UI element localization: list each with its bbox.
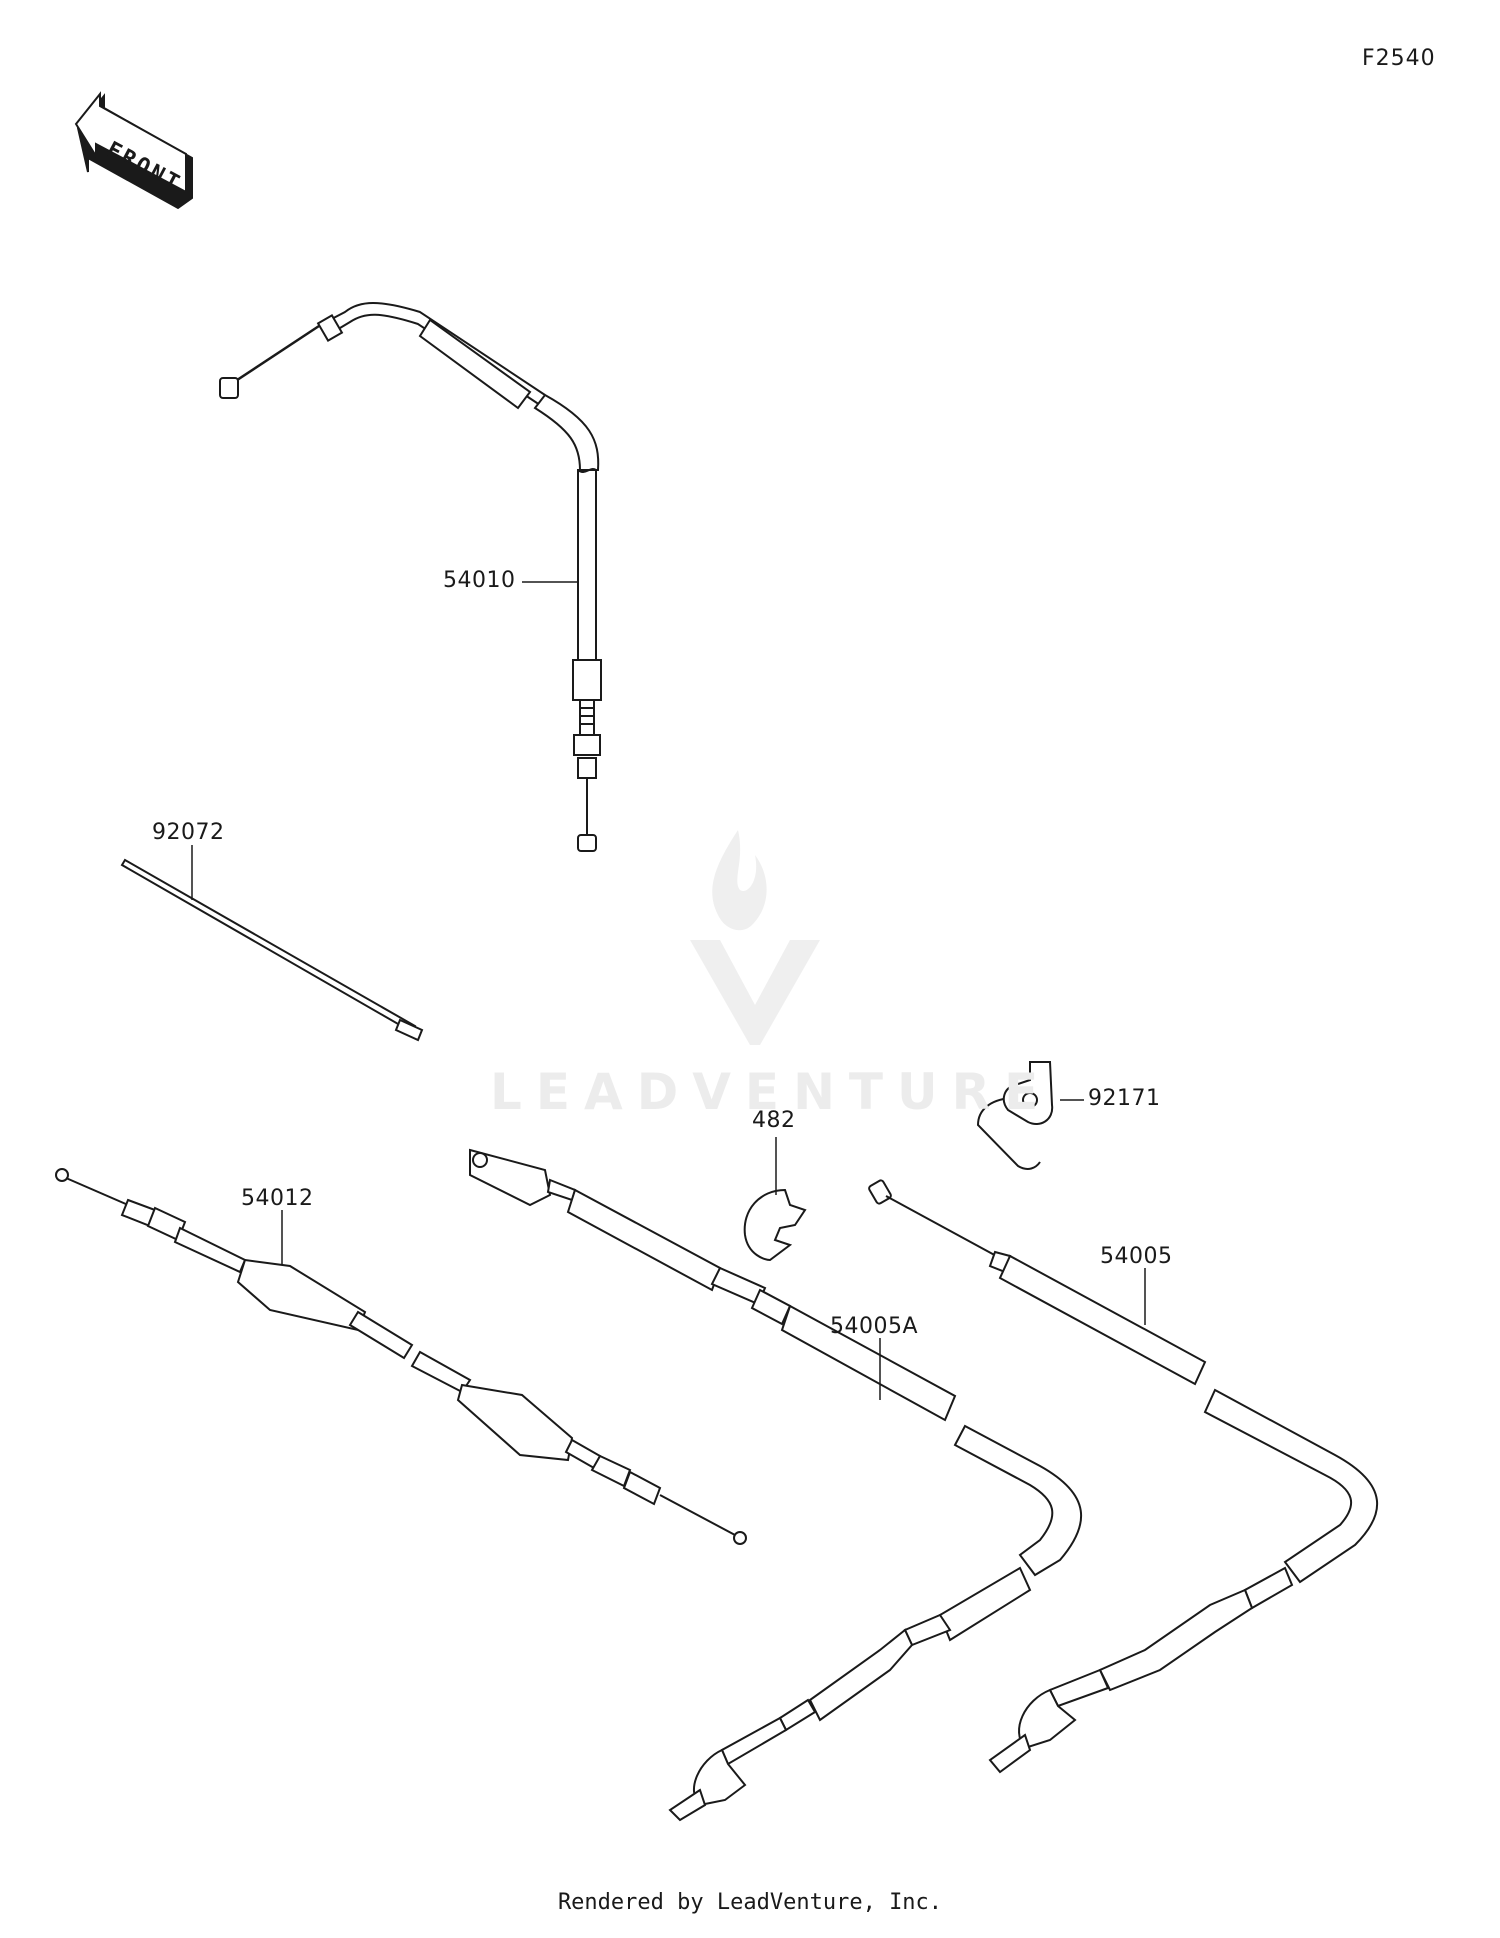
part-label-92171[interactable]: 92171 (1088, 1086, 1161, 1111)
part-label-92072[interactable]: 92072 (152, 820, 225, 845)
footer-credit: Rendered by LeadVenture, Inc. (557, 1890, 943, 1915)
cable-tie-92072 (120, 858, 424, 1042)
clip-482 (743, 1188, 807, 1262)
front-arrow: FRONT (74, 91, 193, 210)
leader-lines (191, 581, 1146, 1400)
watermark-text: LEADVENTURE (490, 1063, 1053, 1121)
bracket-92171 (976, 1061, 1054, 1170)
cable-54012 (55, 1168, 747, 1545)
cable-54005A (469, 1148, 1083, 1822)
throttle-cable-54010 (219, 302, 602, 852)
cable-54005 (868, 1179, 1378, 1774)
part-label-482[interactable]: 482 (752, 1108, 796, 1133)
part-label-54005A[interactable]: 54005A (830, 1314, 919, 1339)
figure-code: F2540 (1362, 46, 1436, 71)
part-label-54005[interactable]: 54005 (1100, 1244, 1173, 1269)
leadventure-flame-logo (690, 830, 820, 1045)
part-label-54012[interactable]: 54012 (241, 1186, 314, 1211)
part-label-54010[interactable]: 54010 (443, 568, 516, 593)
